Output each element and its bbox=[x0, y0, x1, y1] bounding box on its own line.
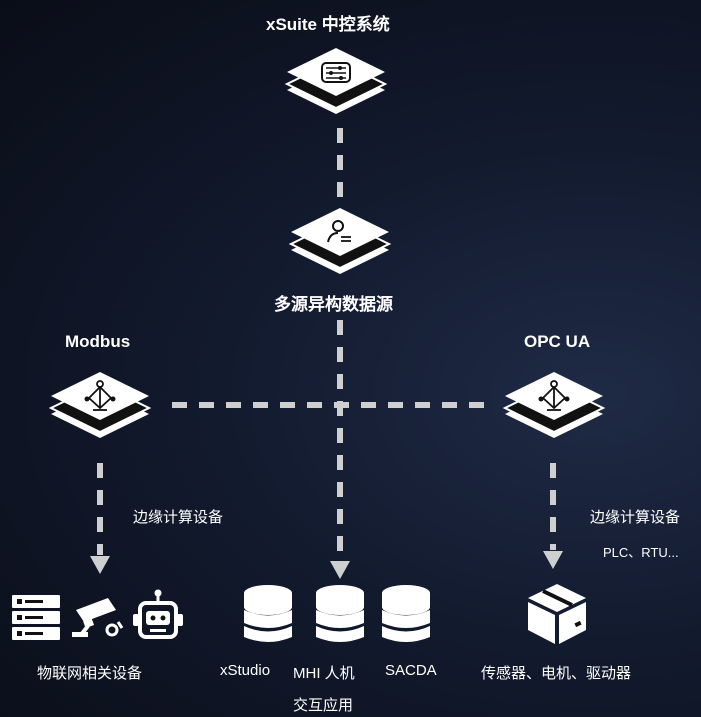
arrow-left-head bbox=[90, 556, 110, 574]
arrow-right-head bbox=[543, 551, 563, 569]
control-system-node-icon bbox=[284, 48, 388, 114]
sensors-label: 传感器、电机、驱动器 bbox=[481, 665, 632, 682]
database-icon-2 bbox=[316, 585, 364, 642]
mhi-label-line2: 交互应用 bbox=[293, 697, 354, 714]
right-sub-label: PLC、RTU... bbox=[603, 545, 679, 560]
modbus-label: Modbus bbox=[65, 332, 131, 351]
robot-icon bbox=[133, 589, 183, 639]
xstudio-label: xStudio bbox=[220, 662, 271, 679]
data-source-node-icon bbox=[288, 208, 392, 274]
security-camera-icon bbox=[72, 598, 124, 638]
opcua-label: OPC UA bbox=[524, 332, 591, 351]
arrow-center-head bbox=[330, 561, 350, 579]
mhi-label: MHI 人机 bbox=[293, 665, 355, 682]
sacda-label: SACDA bbox=[385, 662, 437, 679]
left-edge-label: 边缘计算设备 bbox=[133, 509, 224, 526]
server-rack-icon bbox=[12, 595, 60, 640]
middle-title: 多源异构数据源 bbox=[274, 295, 393, 314]
iot-devices-label: 物联网相关设备 bbox=[37, 665, 143, 682]
database-icon-1 bbox=[244, 585, 292, 642]
package-box-icon bbox=[528, 584, 586, 644]
right-edge-label: 边缘计算设备 bbox=[590, 509, 681, 526]
opcua-node-icon bbox=[502, 372, 606, 438]
modbus-node-icon bbox=[48, 372, 152, 438]
database-icon-3 bbox=[382, 585, 430, 642]
top-title: xSuite 中控系统 bbox=[266, 15, 390, 34]
